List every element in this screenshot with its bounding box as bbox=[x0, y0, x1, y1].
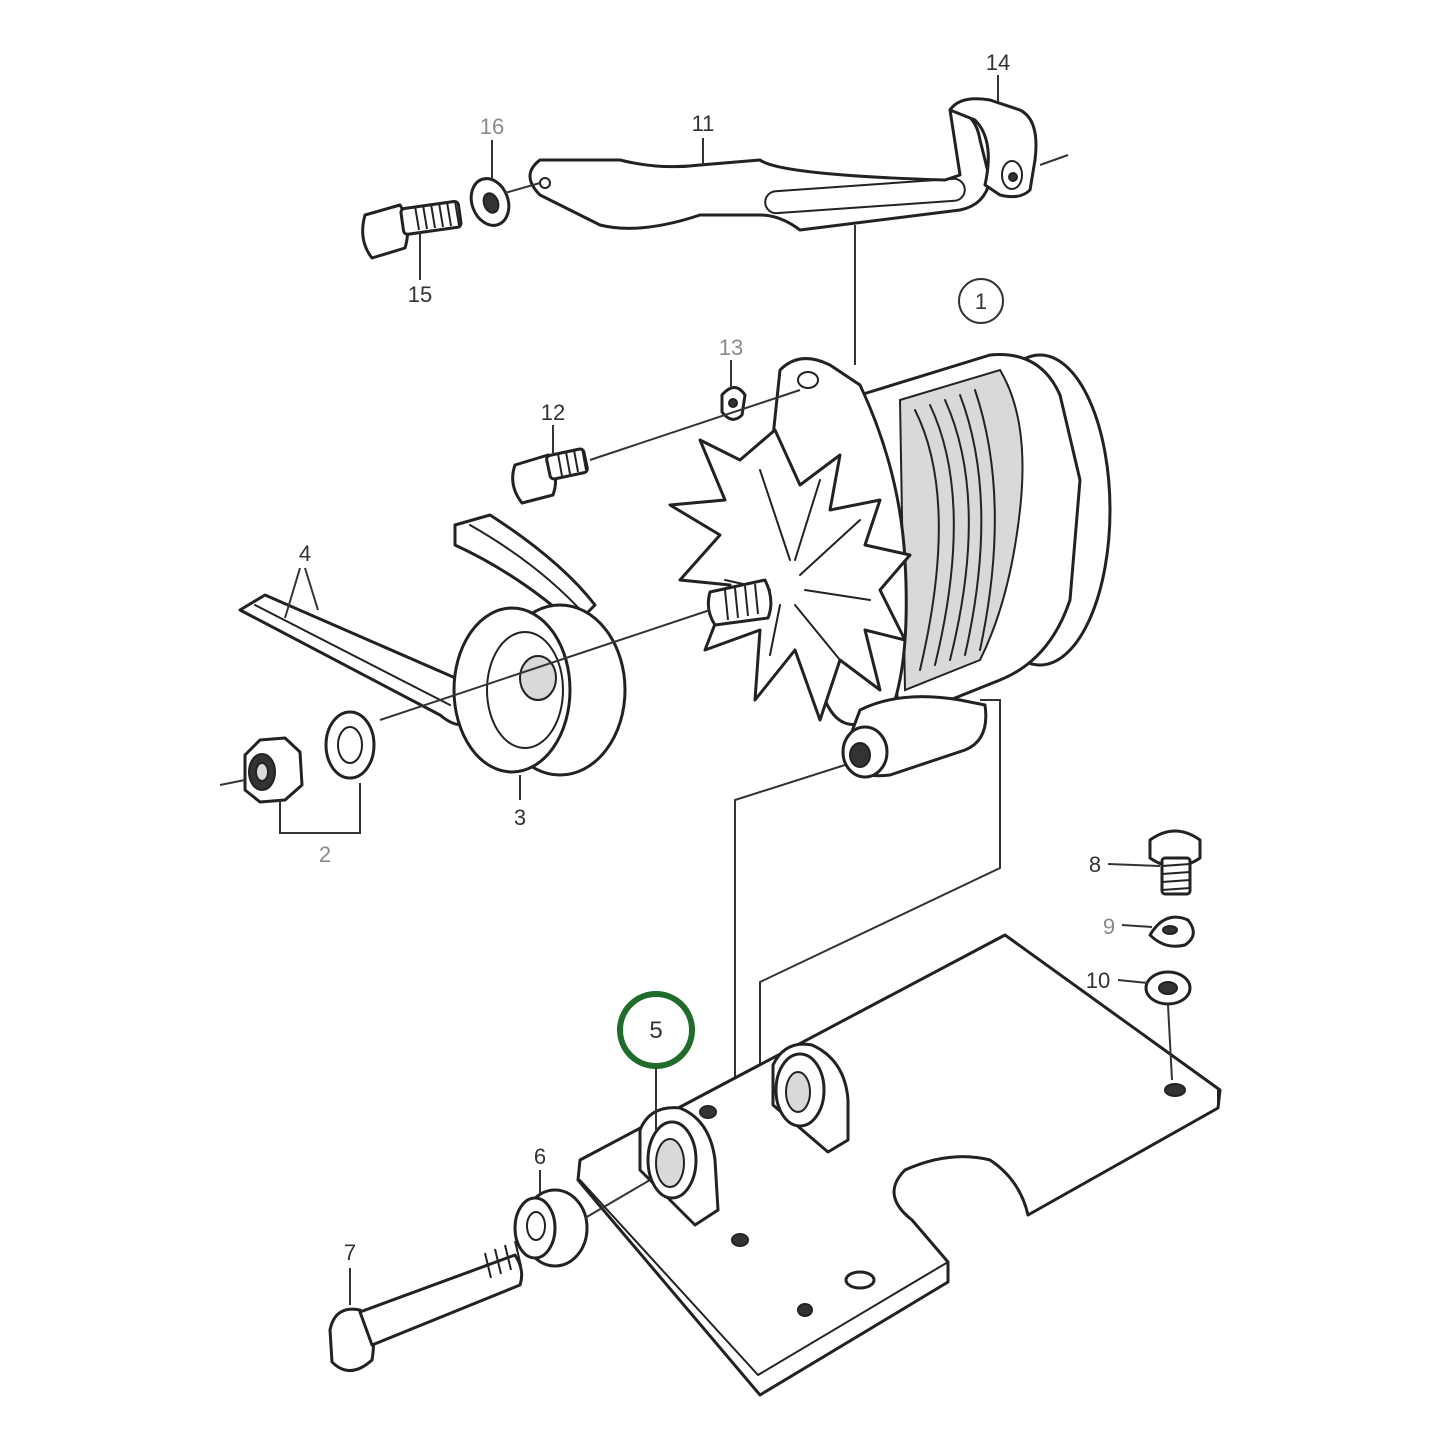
bolt-15 bbox=[361, 199, 463, 260]
adjuster-bracket bbox=[948, 97, 1069, 199]
callout-14: 14 bbox=[986, 50, 1010, 75]
callout-12: 12 bbox=[541, 400, 565, 425]
callout-10: 10 bbox=[1086, 968, 1110, 993]
callout-3: 3 bbox=[514, 805, 526, 830]
callout-11: 11 bbox=[692, 111, 715, 136]
washer-16 bbox=[469, 177, 511, 227]
callout-16: 16 bbox=[480, 114, 504, 139]
washer-2 bbox=[324, 710, 376, 780]
v-belt bbox=[238, 513, 597, 726]
adjusting-arm bbox=[528, 108, 992, 232]
callout-9: 9 bbox=[1103, 914, 1115, 939]
mounting-plate bbox=[576, 933, 1222, 1397]
callout-15: 15 bbox=[408, 282, 432, 307]
bolt-7 bbox=[328, 1240, 524, 1372]
callout-4: 4 bbox=[299, 541, 311, 566]
pulley bbox=[452, 603, 627, 777]
callout-1: 1 bbox=[958, 278, 1004, 324]
bolt-12 bbox=[511, 447, 589, 505]
callout-7: 7 bbox=[344, 1240, 356, 1265]
mounting-lug-5 bbox=[638, 1106, 720, 1227]
callout-2: 2 bbox=[319, 842, 331, 867]
callout-6: 6 bbox=[534, 1144, 546, 1169]
svg-text:1: 1 bbox=[975, 289, 987, 314]
nut bbox=[243, 736, 304, 804]
washer-9 bbox=[1148, 915, 1195, 948]
callout-5-highlight: 5 bbox=[617, 991, 695, 1069]
callout-13: 13 bbox=[719, 335, 743, 360]
callout-8: 8 bbox=[1089, 852, 1101, 877]
spacer-6 bbox=[513, 1188, 589, 1268]
rotor-shaft bbox=[706, 578, 773, 627]
washer-13 bbox=[720, 386, 747, 421]
washer-10 bbox=[1144, 970, 1192, 1006]
svg-text:5: 5 bbox=[649, 1017, 662, 1044]
mounting-lug-rear bbox=[771, 1042, 850, 1154]
cooling-fan bbox=[668, 428, 912, 722]
bolt-8 bbox=[1148, 829, 1202, 896]
